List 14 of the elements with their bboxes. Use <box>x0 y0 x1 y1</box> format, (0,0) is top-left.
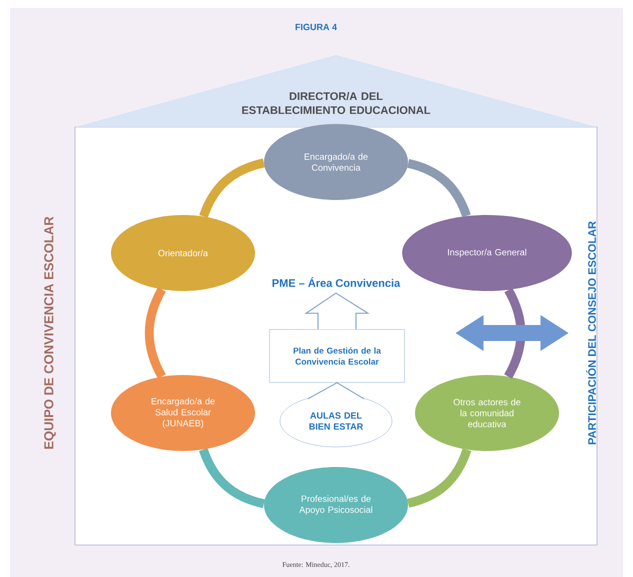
ring-segment <box>199 158 265 218</box>
ring-segment <box>504 288 526 379</box>
ring-segment <box>407 448 472 508</box>
side-label: EQUIPO DE CONVIVENCIA ESCOLAR <box>44 216 56 449</box>
chevron-arrow <box>308 382 364 400</box>
figure-title: FIGURA 4 <box>296 24 337 30</box>
side-label: PARTICIPACIÓN DEL CONSEJO ESCOLAR <box>586 221 596 444</box>
ring-segment <box>407 158 471 218</box>
heading-text: PME – Área Convivencia <box>272 277 400 287</box>
double-arrow <box>456 315 569 351</box>
block-arrow <box>304 292 370 330</box>
roof-band: DIRECTOR/A DEL ESTABLECIMIENTO EDUCACIONAL <box>75 55 597 127</box>
ring-segment <box>144 287 166 379</box>
ring-segment <box>199 448 265 508</box>
